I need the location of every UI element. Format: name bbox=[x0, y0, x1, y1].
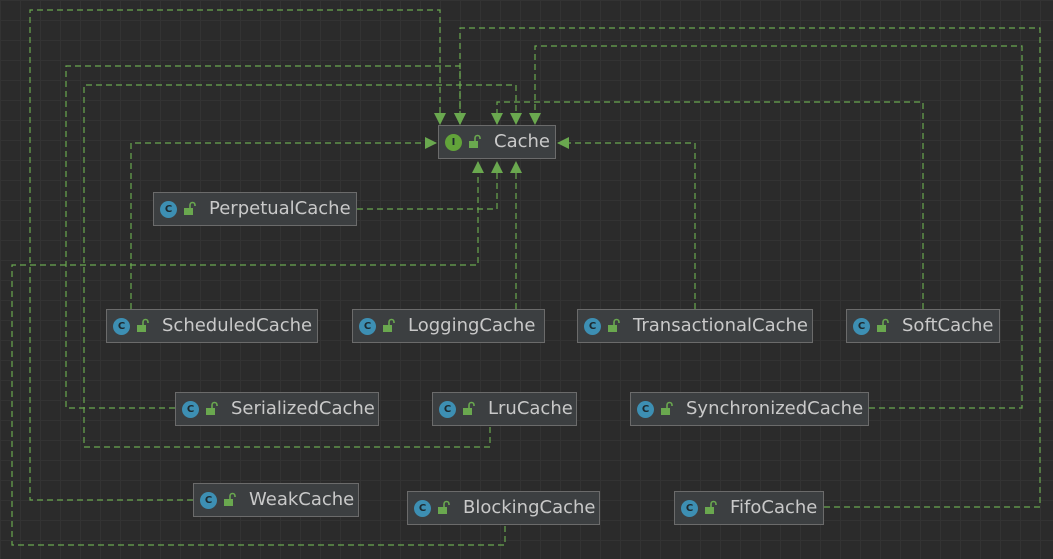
edge-scheduled-to-cache bbox=[130, 137, 437, 309]
edge-weak-to-cache bbox=[29, 9, 446, 501]
class-icon: C bbox=[439, 400, 456, 418]
class-icon: C bbox=[160, 200, 177, 218]
unlocked-icon bbox=[224, 492, 236, 506]
edge-perpetual-to-cache bbox=[357, 161, 503, 210]
weak-cache-node[interactable]: C WeakCache bbox=[193, 483, 359, 517]
node-label: TransactionalCache bbox=[633, 315, 808, 336]
unlocked-icon bbox=[206, 401, 218, 415]
class-icon: C bbox=[584, 317, 601, 335]
perpetual-cache-node[interactable]: C PerpetualCache bbox=[153, 192, 357, 226]
fifo-cache-node[interactable]: C FifoCache bbox=[674, 491, 824, 525]
unlocked-icon bbox=[877, 318, 889, 332]
unlocked-icon bbox=[137, 318, 149, 332]
cache-interface-node[interactable]: I Cache bbox=[438, 125, 556, 159]
class-icon: C bbox=[182, 400, 199, 418]
class-icon: C bbox=[681, 499, 698, 517]
node-label: SoftCache bbox=[902, 315, 994, 336]
edge-blocking-to-cache bbox=[11, 161, 506, 546]
node-label: LoggingCache bbox=[408, 315, 536, 336]
synchronized-cache-node[interactable]: C SynchronizedCache bbox=[630, 392, 869, 426]
class-icon: C bbox=[359, 317, 376, 335]
edge-transactional-to-cache bbox=[557, 137, 696, 309]
unlocked-icon bbox=[463, 401, 475, 415]
scheduled-cache-node[interactable]: C ScheduledCache bbox=[106, 309, 318, 343]
class-icon: C bbox=[637, 400, 654, 418]
node-label: SynchronizedCache bbox=[686, 398, 864, 419]
serialized-cache-node[interactable]: C SerializedCache bbox=[175, 392, 379, 426]
unlocked-icon bbox=[438, 500, 450, 514]
unlocked-icon bbox=[383, 318, 395, 332]
node-label: Cache bbox=[494, 131, 550, 152]
edge-serialized-to-cache bbox=[65, 65, 466, 409]
node-label: BlockingCache bbox=[463, 497, 596, 518]
unlocked-icon bbox=[184, 201, 196, 215]
class-icon: C bbox=[853, 317, 870, 335]
logging-cache-node[interactable]: C LoggingCache bbox=[352, 309, 545, 343]
lru-cache-node[interactable]: C LruCache bbox=[432, 392, 577, 426]
node-label: FifoCache bbox=[730, 497, 818, 518]
unlocked-icon bbox=[705, 500, 717, 514]
interface-icon: I bbox=[445, 133, 462, 151]
class-icon: C bbox=[113, 317, 130, 335]
node-label: SerializedCache bbox=[231, 398, 375, 419]
transactional-cache-node[interactable]: C TransactionalCache bbox=[577, 309, 813, 343]
node-label: ScheduledCache bbox=[162, 315, 313, 336]
unlocked-icon bbox=[661, 401, 673, 415]
blocking-cache-node[interactable]: C BlockingCache bbox=[407, 491, 600, 525]
node-label: LruCache bbox=[488, 398, 573, 419]
edge-synchronized-to-cache bbox=[529, 45, 1023, 409]
class-icon: C bbox=[200, 491, 217, 509]
unlocked-icon bbox=[469, 134, 481, 148]
node-label: PerpetualCache bbox=[209, 198, 351, 219]
class-icon: C bbox=[414, 499, 431, 517]
node-label: WeakCache bbox=[249, 489, 355, 510]
soft-cache-node[interactable]: C SoftCache bbox=[846, 309, 1000, 343]
edge-soft-to-cache bbox=[491, 101, 924, 309]
unlocked-icon bbox=[608, 318, 620, 332]
edge-fifo-to-cache bbox=[454, 27, 1041, 508]
